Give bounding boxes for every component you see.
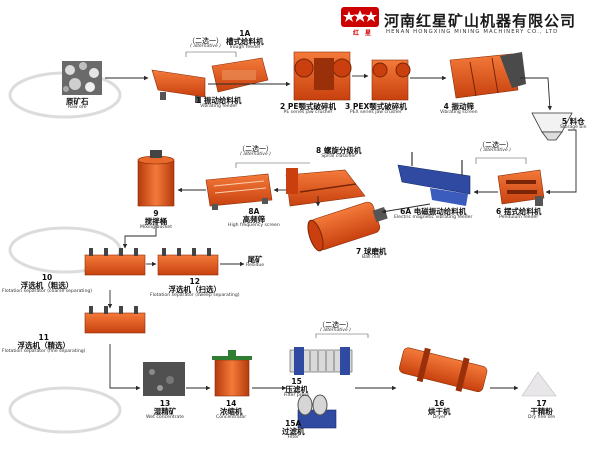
step-label-raw-ore: 原矿石 Raw ore (66, 97, 89, 110)
step-label-4: 4 振动筛 Vibrating screen (440, 102, 478, 115)
logo-stars-icon (341, 7, 379, 27)
ore-pile-icon (62, 61, 102, 95)
flotation-cell-icon (157, 248, 219, 276)
filter-press-icon (289, 347, 353, 375)
alternative-en: ( alternative ) (240, 152, 271, 158)
alternative-brackets (185, 51, 527, 338)
step-label-13: 13 湿精矿 Wet concentrate (146, 399, 185, 420)
step-label-14: 14 浓缩机 Concentrator (216, 399, 247, 420)
disc-filter-icon (297, 394, 337, 429)
vibrating-feeder-icon (151, 69, 206, 103)
flotation-cell-icon (84, 306, 146, 334)
step-label-10: 10 浮选机（粗选） Flotation separator (coarse s… (2, 273, 93, 294)
step-label-residue: 尾矿 Residue (246, 255, 265, 268)
high-frequency-screen-icon (205, 173, 273, 210)
step-label-6a: 6A 电磁振动给料机 Electric magnetic vibrating f… (394, 207, 473, 220)
thickener-icon (212, 350, 252, 397)
step-label-15: 15 压滤机 Filter press (284, 377, 310, 398)
alternative-en: ( alternative ) (480, 148, 511, 154)
jaw-crusher-icon (371, 59, 411, 101)
watermark (8, 71, 122, 434)
step-label-15a: 15A 过滤机 Filter (282, 419, 305, 440)
vibrating-screen-icon (449, 52, 526, 99)
alternative-cn: （二选一） (318, 321, 353, 329)
ball-mill-icon (307, 201, 388, 252)
step-label-8: 8 螺旋分级机 Spiral classifier (316, 146, 362, 159)
step-label-8a: 8A 高频筛 High frequency screen (228, 207, 280, 228)
alternative-label: （二选一） ( alternative ) (188, 37, 223, 50)
logo-caption: 红星 (353, 30, 378, 37)
flow-arrows (105, 73, 577, 391)
fine-powder-pile-icon (521, 371, 557, 397)
step-label-12: 12 浮选机（扫选） Flotation separator (sweep se… (150, 277, 240, 298)
step-label-9: 9 搅拌桶 Mixing bucket (140, 209, 172, 230)
step-label-3: 3 PEX颚式破碎机 PEX series jaw crusher (345, 102, 407, 115)
alternative-cn: （二选一） (478, 141, 513, 149)
company-name: 河南红星矿山机器有限公司 (384, 12, 577, 30)
alternative-label: （二选一） ( alternative ) (238, 145, 273, 158)
step-label-11: 11 浮选机（精选） Flotation separator (fine sep… (2, 333, 86, 354)
alternative-en: ( alternative ) (320, 328, 351, 334)
step-label-1a: 1A 槽式给料机 Trough feeder (226, 29, 264, 50)
step-label-7: 7 球磨机 Ball mill (356, 247, 387, 260)
step-label-5: 5 料仓 Storage bin (560, 117, 587, 130)
alternative-label: （二选一） ( alternative ) (318, 321, 353, 334)
flotation-cell-icon (84, 248, 146, 276)
storage-bin-icon (531, 112, 573, 141)
alternative-cn: （二选一） (188, 37, 223, 45)
rotary-dryer-icon (399, 347, 488, 393)
step-label-16: 16 烘干机 Dryer (428, 399, 451, 420)
jaw-crusher-icon (293, 51, 352, 101)
step-label-1: 1 振动给料机 Vibrating feeder (196, 96, 242, 109)
trough-feeder-icon (211, 57, 269, 93)
pendulum-feeder-icon (497, 169, 545, 206)
step-label-2: 2 PE颚式破碎机 PE series jaw crusher (280, 102, 336, 115)
alternative-cn: （二选一） (238, 145, 273, 153)
alternative-en: ( alternative ) (190, 44, 221, 50)
concentrate-pile-icon (143, 362, 185, 396)
step-label-17: 17 干精粉 Dry fine ore (528, 399, 556, 420)
mixing-bucket-icon (137, 150, 175, 207)
step-label-6: 6 摆式给料机 Pendulum feeder (496, 207, 542, 220)
alternative-label: （二选一） ( alternative ) (478, 141, 513, 154)
magnetic-feeder-icon (397, 152, 471, 206)
spiral-classifier-icon (285, 168, 366, 207)
company-name-en: HENAN HONGXING MINING MACHINERY CO., LTD (386, 29, 559, 35)
